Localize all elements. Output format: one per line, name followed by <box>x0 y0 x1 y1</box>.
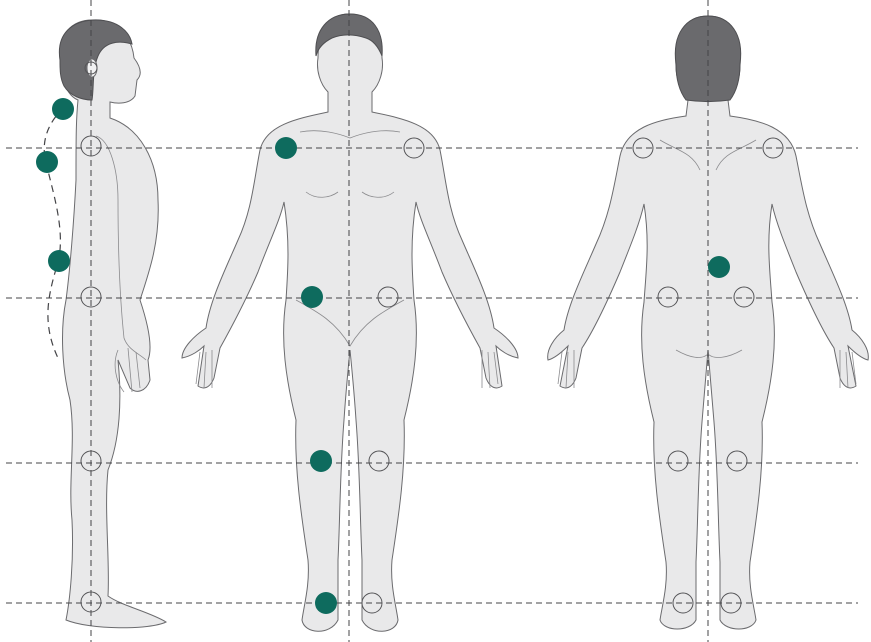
marker-side-upper-back <box>36 151 58 173</box>
marker-front-right-hip <box>301 286 323 308</box>
back-hair <box>675 16 740 102</box>
marker-front-right-knee <box>310 450 332 472</box>
front-view-figure <box>182 14 518 631</box>
front-body-silhouette <box>182 14 518 631</box>
marker-back-lower-back <box>708 256 730 278</box>
marker-side-lower-back <box>48 250 70 272</box>
side-body-silhouette <box>60 20 166 628</box>
marker-front-right-ankle <box>315 592 337 614</box>
marker-front-right-shoulder <box>275 137 297 159</box>
side-spine-curve <box>44 108 64 358</box>
marker-side-neck <box>52 98 74 120</box>
